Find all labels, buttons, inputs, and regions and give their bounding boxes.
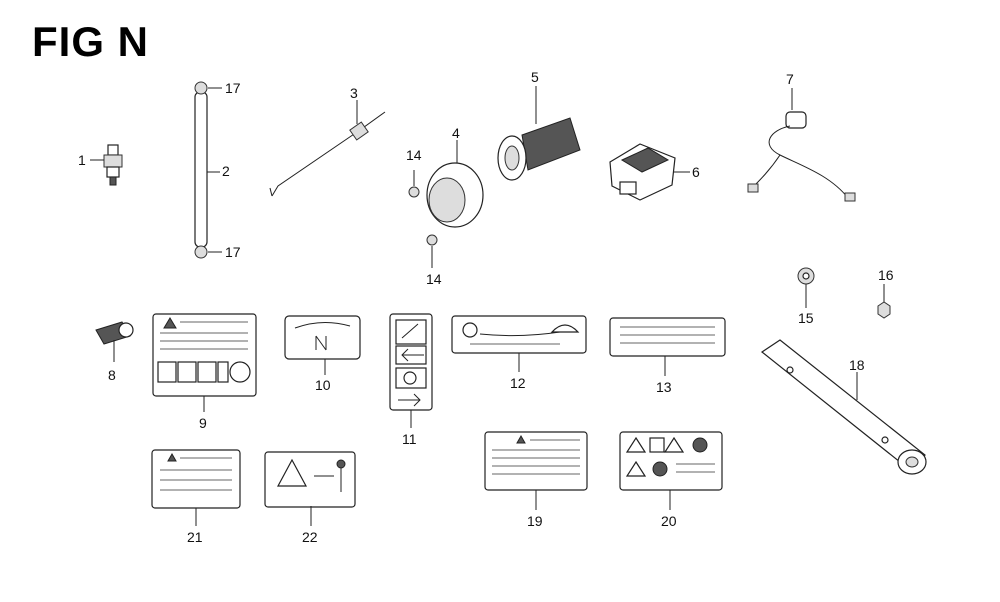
figure-title: FIG N (32, 18, 149, 65)
callout-14-lower: 14 (426, 271, 442, 287)
part-14-screw-lower (426, 234, 438, 268)
callout-3: 3 (350, 85, 358, 101)
part-5-grip (497, 86, 581, 181)
callout-14-upper: 14 (406, 147, 422, 163)
callout-4: 4 (452, 125, 460, 141)
callout-11: 11 (402, 431, 417, 447)
callout-20: 20 (661, 513, 677, 529)
part-3-spring-rod (269, 100, 386, 197)
callout-17-bottom: 17 (225, 244, 241, 260)
part-20-label (619, 431, 723, 510)
part-6-switch (609, 143, 690, 201)
part-21-label (151, 449, 241, 526)
part-19-label (484, 431, 588, 510)
part-16-nut (877, 284, 891, 319)
callout-8: 8 (108, 367, 116, 383)
callout-21: 21 (187, 529, 203, 545)
callout-2: 2 (222, 163, 230, 179)
part-2-rod (194, 91, 220, 248)
callout-1: 1 (78, 152, 86, 168)
callout-9: 9 (199, 415, 207, 431)
part-1-spark-plug (90, 144, 123, 186)
callout-15: 15 (798, 310, 814, 326)
callout-22: 22 (302, 529, 318, 545)
callout-18: 18 (849, 357, 865, 373)
callout-5: 5 (531, 69, 539, 85)
part-14-screw-upper (408, 170, 420, 198)
part-9-label (152, 313, 257, 412)
callout-6: 6 (692, 164, 700, 180)
part-17-cap-bottom (194, 245, 222, 259)
part-4-cover (426, 140, 484, 228)
callout-17-top: 17 (225, 80, 241, 96)
callout-19: 19 (527, 513, 543, 529)
part-7-cord (747, 88, 856, 202)
part-22-label (264, 451, 356, 526)
callout-16: 16 (878, 267, 894, 283)
part-12-label (451, 315, 587, 372)
callout-12: 12 (510, 375, 526, 391)
callout-7: 7 (786, 71, 794, 87)
part-11-label (389, 313, 433, 428)
part-13-label (609, 317, 726, 376)
callout-10: 10 (315, 377, 331, 393)
part-8-clip (95, 321, 134, 362)
part-18-wrench (760, 339, 927, 475)
part-10-label (284, 315, 361, 375)
part-15-washer (797, 267, 815, 308)
callout-13: 13 (656, 379, 672, 395)
part-17-cap-top (194, 81, 222, 95)
